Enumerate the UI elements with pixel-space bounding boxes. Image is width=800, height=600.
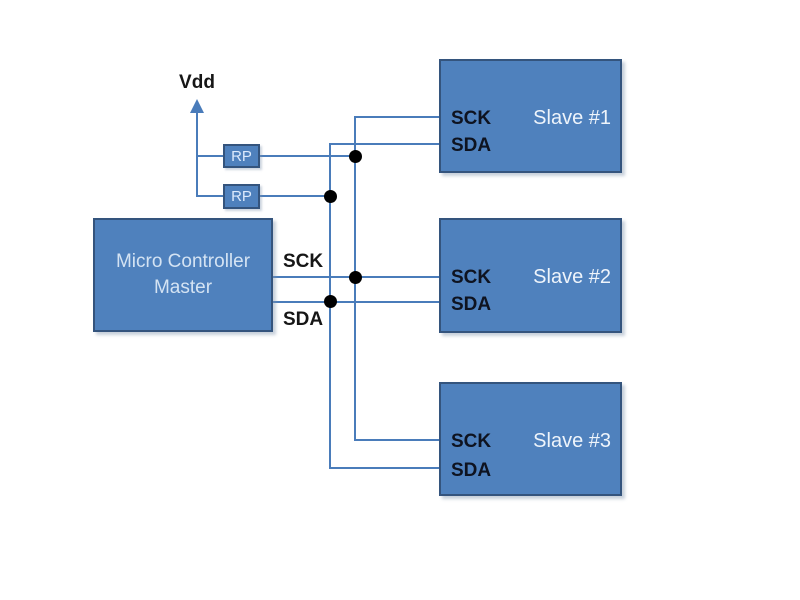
master-title-line1: Micro Controller <box>115 251 251 273</box>
slave1-sda-wire <box>329 143 439 145</box>
pullup-resistor-1-label: RP <box>231 147 252 165</box>
slave3-box: SCK SDA Slave #3 <box>439 382 622 496</box>
pullup-resistor-2-label: RP <box>231 188 252 205</box>
slave2-sck-pin-label: SCK <box>451 267 492 288</box>
slave1-sck-pin-label: SCK <box>451 108 492 129</box>
slave3-sda-wire <box>329 467 439 469</box>
vdd-rp1-wire <box>196 155 224 157</box>
master-title-line2: Master <box>153 277 213 298</box>
master-sda-label: SDA <box>283 309 324 330</box>
junction-dot-rp2-sda <box>324 190 337 203</box>
rp2-to-sda-bus-wire <box>259 195 331 197</box>
pullup-resistor-2: RP <box>223 184 260 209</box>
arrow-up-icon <box>190 99 204 113</box>
slave3-sda-pin-label: SDA <box>451 460 492 481</box>
slave2-sda-pin-label: SDA <box>451 294 492 315</box>
slave2-name: Slave #2 <box>533 266 611 288</box>
master-sck-label: SCK <box>283 251 324 272</box>
vdd-wire <box>196 110 198 197</box>
vdd-label: Vdd <box>179 72 215 93</box>
slave3-sck-wire <box>354 439 439 441</box>
slave1-name: Slave #1 <box>533 107 611 129</box>
slave1-sck-wire <box>354 116 439 118</box>
junction-dot-master-sck <box>349 271 362 284</box>
slave2-box: SCK SDA Slave #2 <box>439 218 622 333</box>
master-box: Micro Controller Master <box>93 218 273 332</box>
slave3-sck-pin-label: SCK <box>451 431 492 452</box>
junction-dot-rp1-sck <box>349 150 362 163</box>
pullup-resistor-1: RP <box>223 144 260 168</box>
slave1-sda-pin-label: SDA <box>451 135 492 156</box>
slave1-box: SCK SDA Slave #1 <box>439 59 622 173</box>
vdd-rp2-wire <box>196 195 224 197</box>
slave3-name: Slave #3 <box>533 430 611 452</box>
rp1-to-sck-bus-wire <box>259 155 356 157</box>
junction-dot-master-sda <box>324 295 337 308</box>
master-sda-wire <box>273 301 439 303</box>
